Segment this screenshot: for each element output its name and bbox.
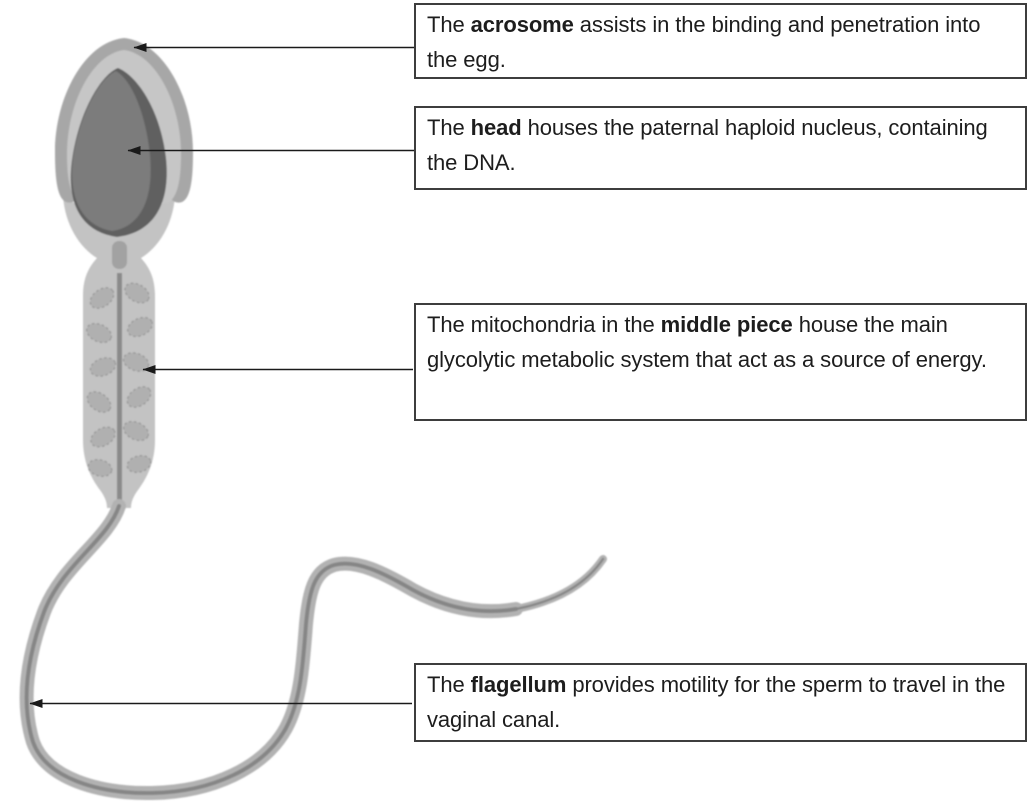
label-text: houses the paternal haploid nucleus, con… [427,115,988,175]
label-box-flagellum: The flagellum provides motility for the … [414,663,1027,742]
label-term-head: head [470,115,522,140]
label-text: The [427,12,471,37]
label-text: The [427,115,471,140]
mitochondrion [122,420,150,442]
leader-arrows [29,43,414,708]
label-term-middle-piece: middle piece [660,312,793,337]
label-term-flagellum: flagellum [470,672,567,697]
label-term-acrosome: acrosome [470,12,574,37]
label-text: provides motility for the sperm to trave… [427,672,1006,732]
mitochondrion [89,287,115,309]
label-box-acrosome: The acrosome assists in the binding and … [414,3,1027,79]
mitochondria-group [85,282,154,478]
mitochondrion [124,282,150,304]
mitochondrion [85,322,113,344]
mitochondrion [87,458,113,478]
nucleus-shape [72,71,151,231]
mitochondrion [126,386,152,408]
flagellum-tail [19,499,607,801]
label-text: assists in the binding and penetration i… [427,12,981,72]
label-text: The mitochondria in the [427,312,661,337]
label-text: house the main glycolytic metabolic syst… [427,312,987,372]
sperm-cell [19,38,607,801]
mitochondrion [90,426,116,448]
label-box-head: The head houses the paternal haploid nuc… [414,106,1027,190]
mitochondrion [126,454,152,474]
label-box-middle-piece: The mitochondria in the middle piece hou… [414,303,1027,421]
mitochondrion [126,316,154,338]
mitochondrion [89,357,117,377]
mitochondrion [86,391,112,413]
label-text: The [427,672,471,697]
neck-centriole [112,241,127,269]
